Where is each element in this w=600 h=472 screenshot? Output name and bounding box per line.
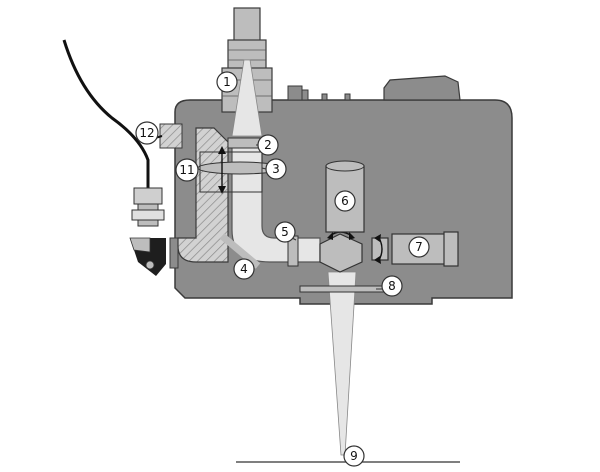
hose-fitting <box>159 123 183 149</box>
callout-4: 4 <box>233 258 255 280</box>
callout-6: 6 <box>334 190 356 212</box>
svg-text:7: 7 <box>415 240 423 254</box>
svg-text:4: 4 <box>240 262 248 276</box>
svg-text:1: 1 <box>223 75 231 89</box>
svg-text:12: 12 <box>139 126 154 140</box>
svg-text:9: 9 <box>350 449 358 463</box>
lens-11-housing <box>199 151 263 193</box>
sensor-cable <box>62 39 150 190</box>
callout-12: 12 <box>135 121 159 145</box>
beam-to-workpiece <box>327 271 357 456</box>
mirror-4 <box>219 233 261 269</box>
svg-text:6: 6 <box>341 194 349 208</box>
camera-6-body <box>325 165 365 233</box>
callout-8: 8 <box>381 275 403 297</box>
top-knob-a <box>287 85 303 101</box>
side-fitting <box>169 237 179 269</box>
protective-window-8 <box>299 285 387 293</box>
beam-cone-top <box>231 59 263 137</box>
top-knob-d <box>344 93 351 101</box>
top-knob-c <box>321 93 328 101</box>
camera-6 <box>325 160 365 233</box>
connector-tip <box>233 7 261 43</box>
camera-6-top <box>325 160 365 172</box>
top-block <box>383 75 461 101</box>
top-knob-b <box>301 89 309 101</box>
callout-1: 1 <box>216 71 238 93</box>
scan-prism <box>319 233 363 273</box>
callout-2: 2 <box>257 134 279 156</box>
svg-text:2: 2 <box>264 138 272 152</box>
callout-9: 9 <box>343 445 365 467</box>
callout-11: 11 <box>175 158 199 182</box>
callout-3: 3 <box>265 158 287 180</box>
scan-block <box>319 231 363 273</box>
adjustable-lens-11 <box>197 146 283 194</box>
svg-text:11: 11 <box>179 163 194 177</box>
sensor-housing <box>133 187 163 205</box>
callout-7: 7 <box>408 236 430 258</box>
svg-text:3: 3 <box>272 162 280 176</box>
callout-5: 5 <box>274 221 296 243</box>
sensor-12 <box>62 39 166 276</box>
module-7-cap <box>443 231 459 267</box>
svg-text:5: 5 <box>281 225 289 239</box>
svg-text:8: 8 <box>388 279 396 293</box>
